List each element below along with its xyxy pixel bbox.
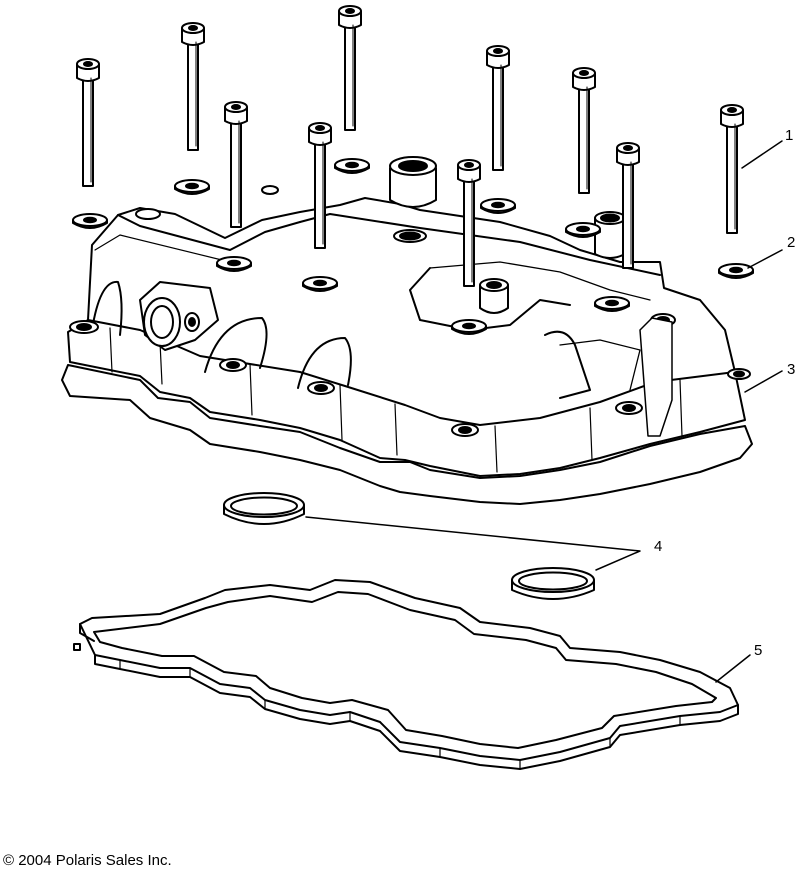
washer (72, 213, 108, 229)
washers (72, 158, 754, 335)
bolt (486, 45, 510, 171)
callout-3: 3 (787, 361, 795, 378)
o-ring-upper (223, 492, 305, 525)
washer (594, 296, 630, 312)
bolts (76, 5, 744, 287)
bolt (616, 142, 640, 269)
callout-5: 5 (754, 642, 762, 659)
bolt (457, 159, 481, 287)
washer (718, 263, 754, 279)
washer (302, 276, 338, 292)
bolt (720, 104, 744, 234)
washer (480, 198, 516, 214)
bolt (224, 101, 248, 228)
bolt (76, 58, 100, 187)
callout-1: 1 (785, 127, 793, 144)
washer (565, 222, 601, 238)
cylinder-head-cover (61, 156, 753, 505)
washer (334, 158, 370, 174)
washer (451, 319, 487, 335)
washer (216, 256, 252, 272)
copyright-notice: © 2004 Polaris Sales Inc. (3, 852, 172, 869)
breather-port (139, 281, 219, 351)
right-post (594, 211, 626, 259)
bolt (338, 5, 362, 131)
rocker-boss (479, 278, 673, 437)
washer (174, 179, 210, 195)
bolt (572, 67, 596, 194)
callout-2: 2 (787, 234, 795, 251)
o-ring-lower (511, 567, 595, 600)
leader-lines (305, 140, 783, 683)
callout-labels: 1 2 3 4 5 (654, 127, 795, 659)
bolt (308, 122, 332, 249)
callout-4: 4 (654, 538, 662, 555)
filler-neck (389, 156, 437, 243)
bolt (181, 22, 205, 151)
cover-gasket (73, 579, 739, 770)
